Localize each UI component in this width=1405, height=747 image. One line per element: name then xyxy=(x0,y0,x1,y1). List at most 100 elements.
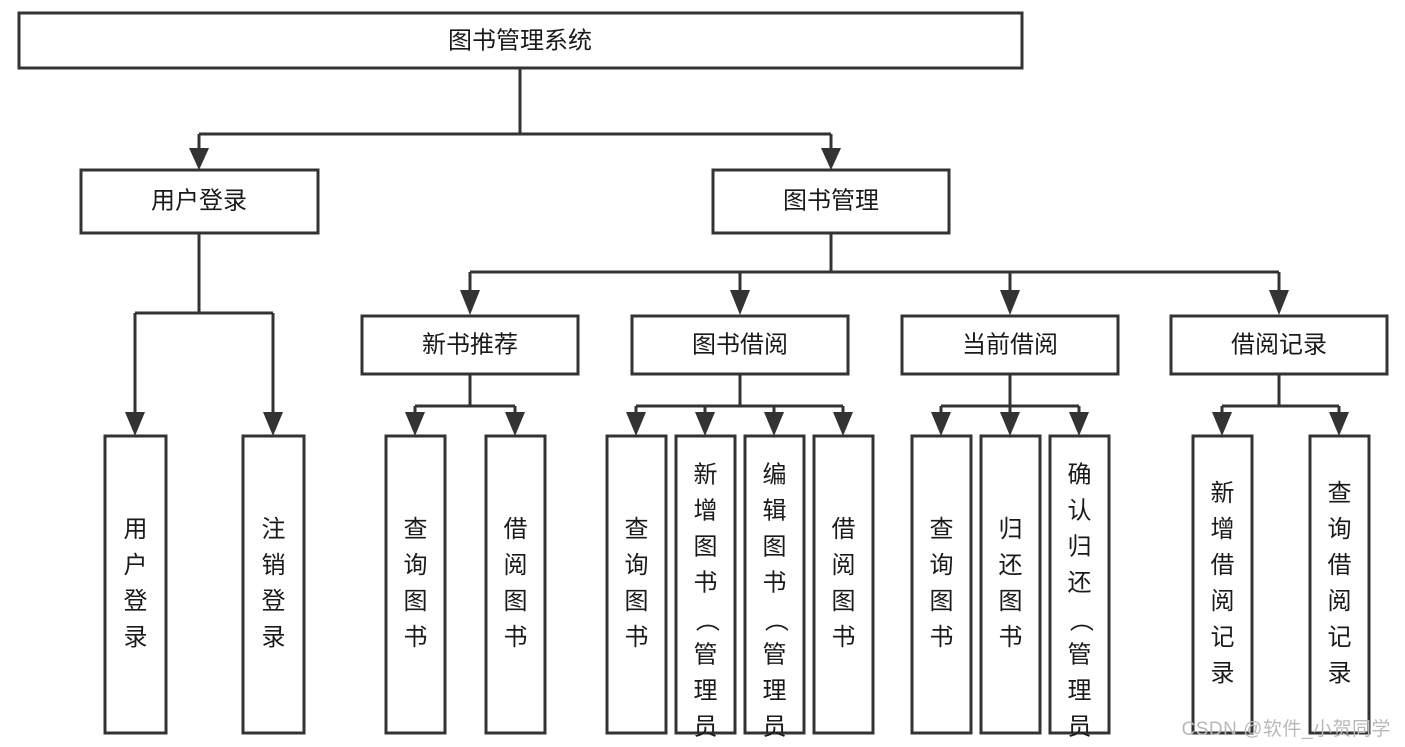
node-user-login-label: 用户登录 xyxy=(151,187,247,214)
node-root[interactable]: 图书管理系统 xyxy=(17,11,1024,70)
leaf-glyph: 注 xyxy=(262,516,286,543)
leaf-glyph: 录 xyxy=(262,624,286,651)
leaf-glyph: 询 xyxy=(930,552,954,579)
arrow-head-leaf-return-book xyxy=(1000,412,1020,436)
node-borrow-record-label: 借阅记录 xyxy=(1231,331,1327,358)
arrow-head-leaf-edit-book-admin xyxy=(764,412,784,436)
node-leaf-add-book-admin[interactable] xyxy=(674,434,737,735)
leaf-glyph: 书 xyxy=(625,624,649,651)
node-leaf-query-book-3[interactable] xyxy=(910,434,973,735)
node-root-box[interactable] xyxy=(17,11,1024,70)
node-leaf-user-login-box[interactable] xyxy=(103,434,168,735)
arrow-head-leaf-borrow-book-2 xyxy=(833,412,853,436)
node-book-management-box[interactable] xyxy=(711,168,951,235)
leaf-glyph: 询 xyxy=(625,552,649,579)
node-leaf-query-book-2[interactable] xyxy=(605,434,668,735)
arrow-head-leaf-add-borrow-record xyxy=(1212,412,1232,436)
leaf-glyph: 借 xyxy=(832,516,856,543)
node-leaf-return-book-box[interactable] xyxy=(979,434,1042,735)
leaf-glyph: 阅 xyxy=(1328,588,1352,615)
leaf-glyph: 用 xyxy=(124,516,148,543)
leaf-glyph: 图 xyxy=(694,533,718,560)
leaf-glyph: 户 xyxy=(124,552,148,579)
node-leaf-add-book-admin-box[interactable] xyxy=(674,434,737,735)
node-book-borrow[interactable]: 图书借阅 xyxy=(630,314,850,376)
leaf-glyph: 书 xyxy=(404,624,428,651)
node-leaf-borrow-book-2-box[interactable] xyxy=(812,434,875,735)
arrow-head-leaf-query-book-2 xyxy=(626,412,646,436)
leaf-glyph: 阅 xyxy=(1211,588,1235,615)
leaf-glyph: 借 xyxy=(1328,552,1352,579)
leaf-glyph: 图 xyxy=(504,588,528,615)
node-current-borrow-label: 当前借阅 xyxy=(962,331,1058,358)
node-new-book-recommend[interactable]: 新书推荐 xyxy=(360,314,580,376)
node-current-borrow-box[interactable] xyxy=(900,314,1120,376)
leaf-glyph: 认 xyxy=(1068,497,1092,524)
leaf-glyph: （ xyxy=(1067,608,1094,632)
leaf-glyph: 图 xyxy=(930,588,954,615)
leaf-glyph: 新 xyxy=(694,461,718,488)
node-new-book-recommend-box[interactable] xyxy=(360,314,580,376)
node-leaf-add-borrow-record[interactable] xyxy=(1191,434,1254,735)
leaf-glyph: 记 xyxy=(1328,624,1352,651)
leaf-glyph: （ xyxy=(693,608,720,632)
arrow-head-leaf-confirm-return-admin xyxy=(1069,412,1089,436)
leaf-glyph: 登 xyxy=(124,588,148,615)
node-leaf-query-book-1-box[interactable] xyxy=(384,434,447,735)
node-user-login[interactable]: 用户登录 xyxy=(79,168,320,235)
leaf-glyph: 借 xyxy=(1211,552,1235,579)
node-leaf-user-login[interactable] xyxy=(103,434,168,735)
leaf-glyph: 书 xyxy=(832,624,856,651)
node-leaf-query-book-1[interactable] xyxy=(384,434,447,735)
leaf-glyph: 录 xyxy=(1328,660,1352,687)
leaf-glyph: 销 xyxy=(262,552,286,579)
leaf-glyph: 编 xyxy=(763,461,787,488)
node-book-management[interactable]: 图书管理 xyxy=(711,168,951,235)
node-leaf-return-book[interactable] xyxy=(979,434,1042,735)
node-leaf-confirm-return-admin[interactable] xyxy=(1048,434,1111,735)
node-leaf-borrow-book-2[interactable] xyxy=(812,434,875,735)
leaf-glyph: 记 xyxy=(1211,624,1235,651)
node-leaf-edit-book-admin[interactable] xyxy=(743,434,806,735)
node-current-borrow[interactable]: 当前借阅 xyxy=(900,314,1120,376)
node-borrow-record-box[interactable] xyxy=(1169,314,1389,376)
leaf-glyph: 书 xyxy=(504,624,528,651)
node-leaf-query-book-3-box[interactable] xyxy=(910,434,973,735)
node-leaf-edit-book-admin-box[interactable] xyxy=(743,434,806,735)
arrow-head-new-book-recommend xyxy=(460,290,480,315)
leaf-glyph: 理 xyxy=(763,677,787,704)
node-leaf-query-book-2-box[interactable] xyxy=(605,434,668,735)
leaf-glyph: 查 xyxy=(1328,480,1352,507)
node-book-borrow-box[interactable] xyxy=(630,314,850,376)
node-leaf-add-borrow-record-box[interactable] xyxy=(1191,434,1254,735)
leaf-glyph: 员 xyxy=(763,713,787,740)
leaf-glyph: （ xyxy=(762,608,789,632)
node-user-login-box[interactable] xyxy=(79,168,320,235)
leaf-glyph: 查 xyxy=(930,516,954,543)
node-leaf-query-borrow-record[interactable] xyxy=(1308,434,1371,735)
node-leaf-logout-login-box[interactable] xyxy=(241,434,306,735)
node-leaf-confirm-return-admin-box[interactable] xyxy=(1048,434,1111,735)
leaf-glyph: 还 xyxy=(1068,569,1092,596)
leaf-glyph: 询 xyxy=(404,552,428,579)
node-leaf-borrow-book-1-box[interactable] xyxy=(484,434,547,735)
leaf-glyph: 录 xyxy=(124,624,148,651)
node-leaf-logout-login[interactable] xyxy=(241,434,306,735)
node-root-label: 图书管理系统 xyxy=(448,27,592,54)
leaf-glyph: 书 xyxy=(930,624,954,651)
leaf-glyph: 查 xyxy=(625,516,649,543)
leaf-glyph: 书 xyxy=(694,569,718,596)
arrow-head-borrow-record xyxy=(1269,290,1289,315)
node-leaf-query-borrow-record-box[interactable] xyxy=(1308,434,1371,735)
node-leaf-borrow-book-1[interactable] xyxy=(484,434,547,735)
node-borrow-record[interactable]: 借阅记录 xyxy=(1169,314,1389,376)
leaf-glyph: 管 xyxy=(1068,641,1092,668)
